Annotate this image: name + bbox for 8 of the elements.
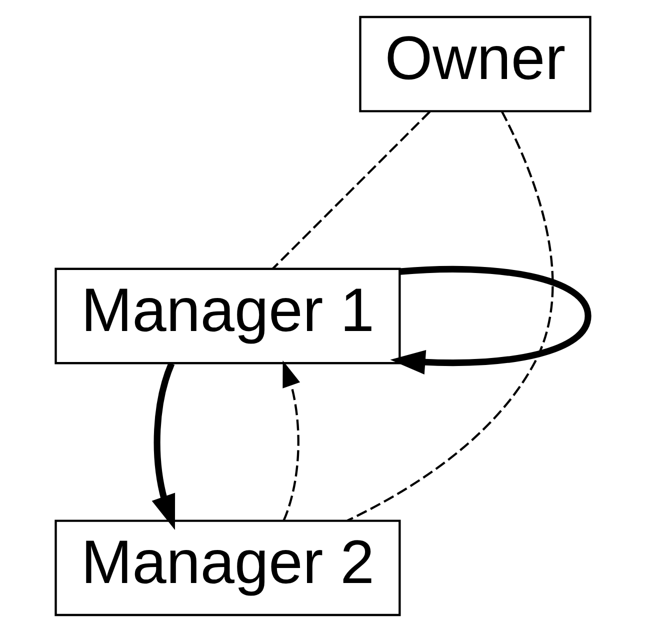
node-box: Owner — [358, 16, 591, 112]
arrow — [282, 360, 300, 521]
arrow — [390, 266, 591, 374]
node-box: Manager 1 — [54, 268, 400, 364]
connector — [346, 110, 554, 522]
node-box: Manager 2 — [54, 520, 400, 616]
connector — [272, 110, 430, 270]
arrow — [151, 362, 175, 530]
